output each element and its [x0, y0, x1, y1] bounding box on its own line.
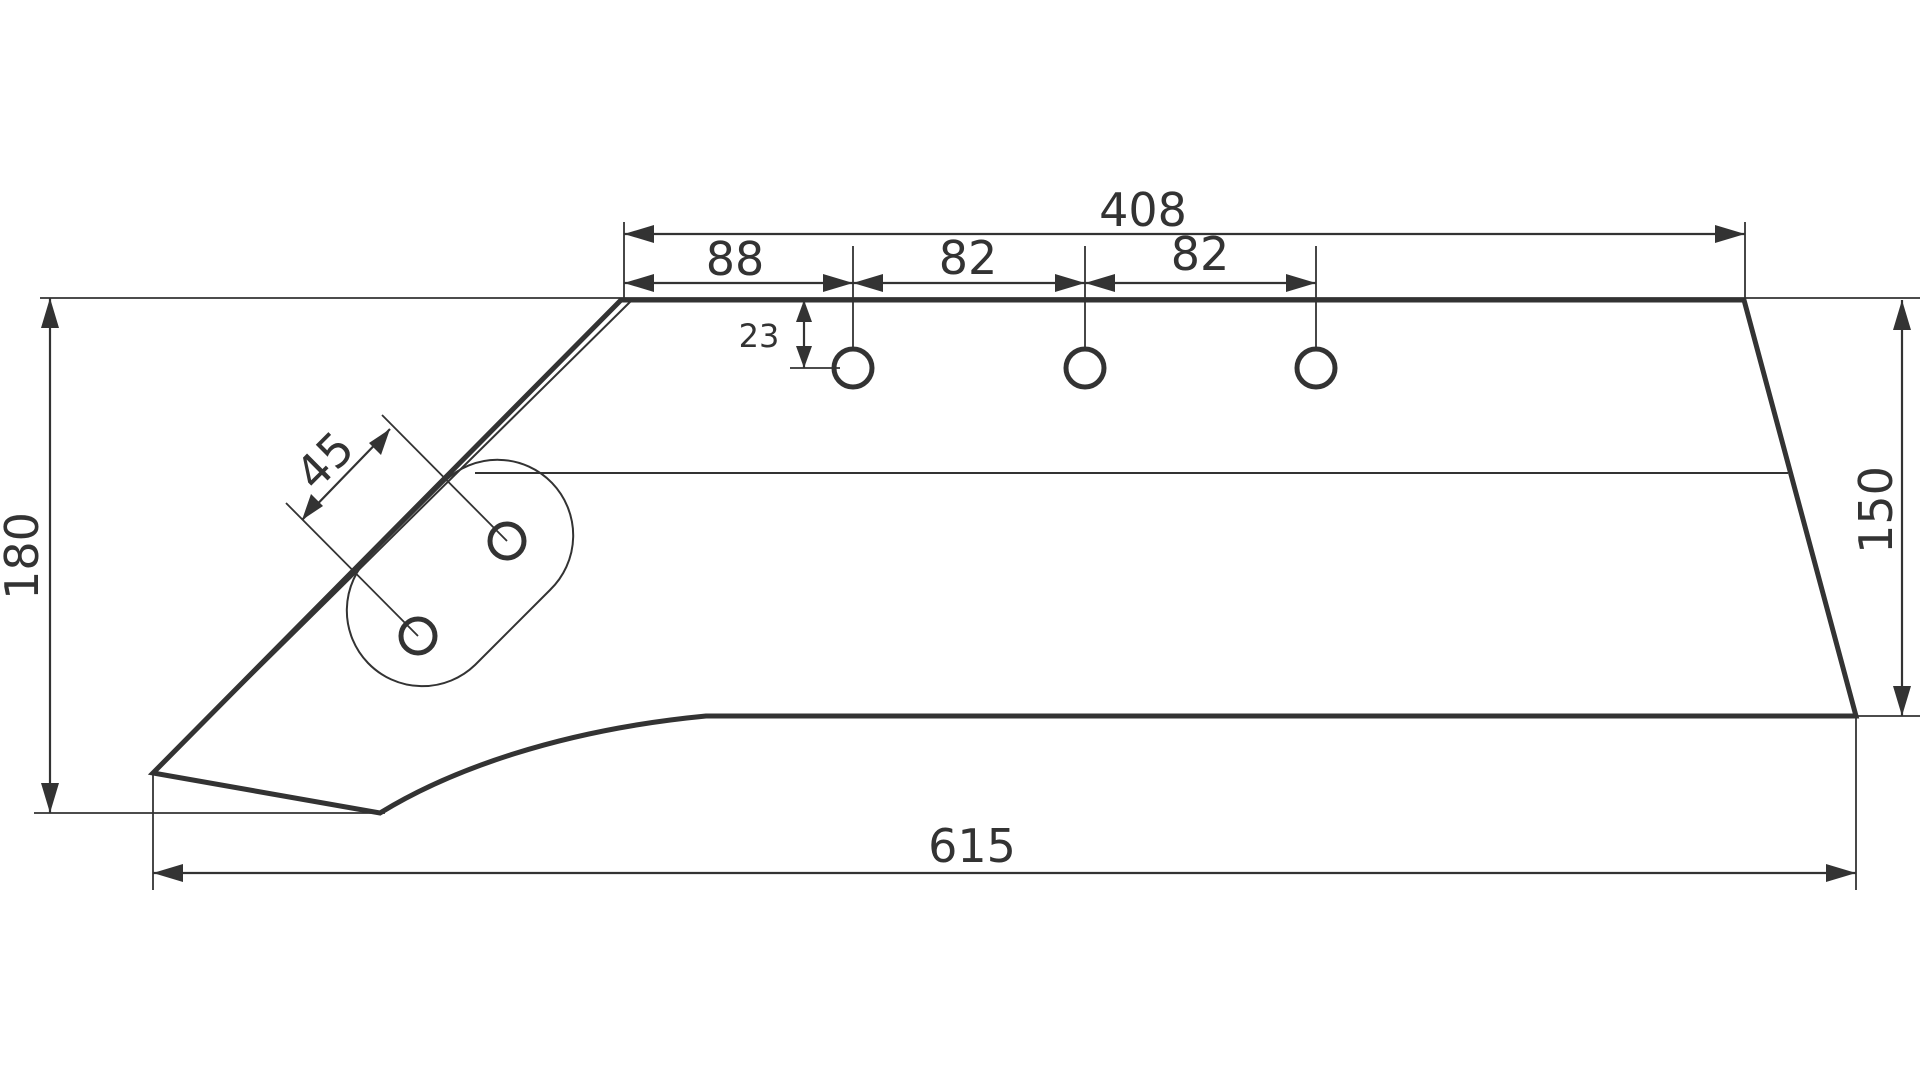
- arrow-23-bottom: [796, 346, 812, 368]
- arrow-408-left: [624, 225, 654, 243]
- arrow-82b-right: [1286, 274, 1316, 292]
- arrow-150-bottom: [1893, 686, 1911, 716]
- dim-label-180: 180: [0, 512, 49, 600]
- arrow-408-right: [1715, 225, 1745, 243]
- arrow-180-top: [41, 298, 59, 328]
- dim-label-23: 23: [739, 317, 780, 355]
- ext-line-45-b: [285, 502, 419, 637]
- dim-label-88: 88: [706, 232, 765, 286]
- arrow-23-top: [796, 300, 812, 322]
- arrow-615-left: [153, 864, 183, 882]
- dim-label-408: 408: [1099, 183, 1187, 237]
- arrow-82b-left: [1085, 274, 1115, 292]
- arrow-82a-left: [853, 274, 883, 292]
- arrow-45-upper: [369, 429, 390, 455]
- arrow-615-right: [1826, 864, 1856, 882]
- dim-label-82-a: 82: [939, 231, 998, 285]
- hole-top-3: [1294, 346, 1338, 390]
- arrow-88-right: [823, 274, 853, 292]
- dim-label-45: 45: [285, 421, 365, 501]
- arrow-88-left: [624, 274, 654, 292]
- arrow-150-top: [1893, 300, 1911, 330]
- arrow-82a-right: [1055, 274, 1085, 292]
- part-outline: [147, 297, 1860, 816]
- dim-label-150: 150: [1849, 466, 1903, 554]
- dim-label-615: 615: [928, 819, 1016, 873]
- hole-top-2: [1063, 346, 1107, 390]
- arrow-180-bottom: [41, 783, 59, 813]
- arrow-45-lower: [302, 494, 323, 520]
- ext-line-45-a: [381, 414, 508, 542]
- dim-label-82-b: 82: [1171, 227, 1230, 281]
- inner-bevel-line-diagonal: [152, 299, 633, 774]
- mounting-slot: [345, 458, 575, 688]
